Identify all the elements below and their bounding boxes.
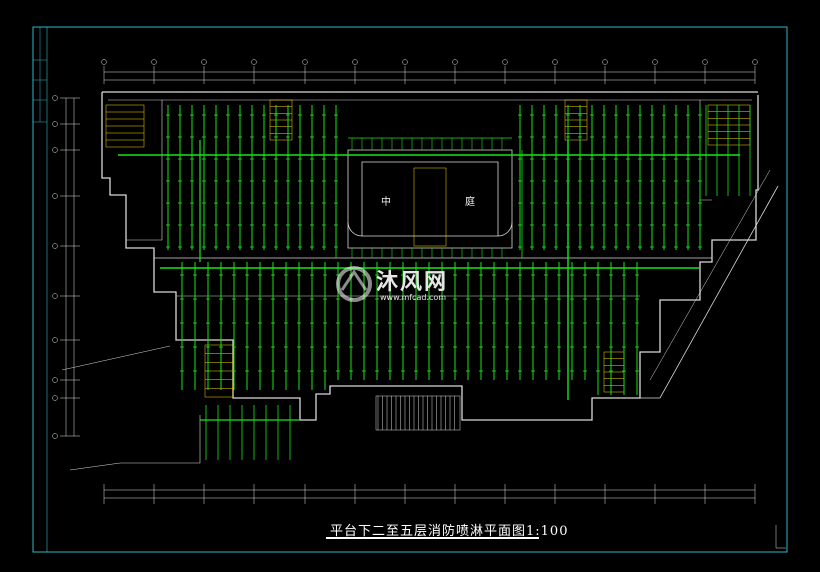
axis-bubble-left — [52, 147, 58, 153]
stair-cores — [105, 99, 751, 398]
axis-bubble-top — [452, 59, 458, 65]
sheet-border-inner — [46, 26, 788, 553]
axis-bubble-left — [52, 95, 58, 101]
sheet-corner-marks — [775, 525, 786, 549]
axis-bubble-left — [52, 121, 58, 127]
central-stair — [375, 395, 461, 431]
axis-bubble-left — [52, 243, 58, 249]
top-dimension-chain — [101, 59, 758, 84]
title-block-strip — [33, 27, 47, 123]
courtyard-atrium — [347, 149, 513, 249]
axis-bubble-top — [652, 59, 658, 65]
axis-bubble-top — [752, 59, 758, 65]
drawing-title: 平台下二至五层消防喷淋平面图1:100 — [330, 524, 569, 539]
bottom-dimension-chain — [103, 484, 756, 504]
watermark-url: www.mfcad.com — [380, 293, 447, 302]
axis-bubble-left — [52, 433, 58, 439]
axis-bubble-left — [52, 337, 58, 343]
courtyard-label-right: 庭 — [465, 197, 475, 208]
axis-bubble-left — [52, 395, 58, 401]
axis-bubble-top — [352, 59, 358, 65]
axis-bubble-left — [52, 377, 58, 383]
left-dimension-chain — [52, 95, 80, 439]
axis-bubble-left — [52, 193, 58, 199]
central-stair-outline — [375, 395, 461, 431]
drawing-title-underline — [326, 537, 539, 539]
axis-bubble-left — [52, 293, 58, 299]
watermark-logo — [332, 262, 376, 310]
axis-bubble-top — [402, 59, 408, 65]
axis-bubble-top — [602, 59, 608, 65]
axis-bubble-top — [702, 59, 708, 65]
axis-bubble-top — [302, 59, 308, 65]
axis-bubble-top — [502, 59, 508, 65]
sprinkler-pipes — [118, 105, 751, 460]
axis-bubble-top — [251, 59, 257, 65]
courtyard-label-left: 中 — [381, 197, 391, 208]
watermark-brand: 沐风网 — [376, 270, 449, 295]
axis-bubble-top — [101, 59, 107, 65]
axis-bubble-top — [201, 59, 207, 65]
axis-bubble-top — [552, 59, 558, 65]
axis-bubble-top — [151, 59, 157, 65]
